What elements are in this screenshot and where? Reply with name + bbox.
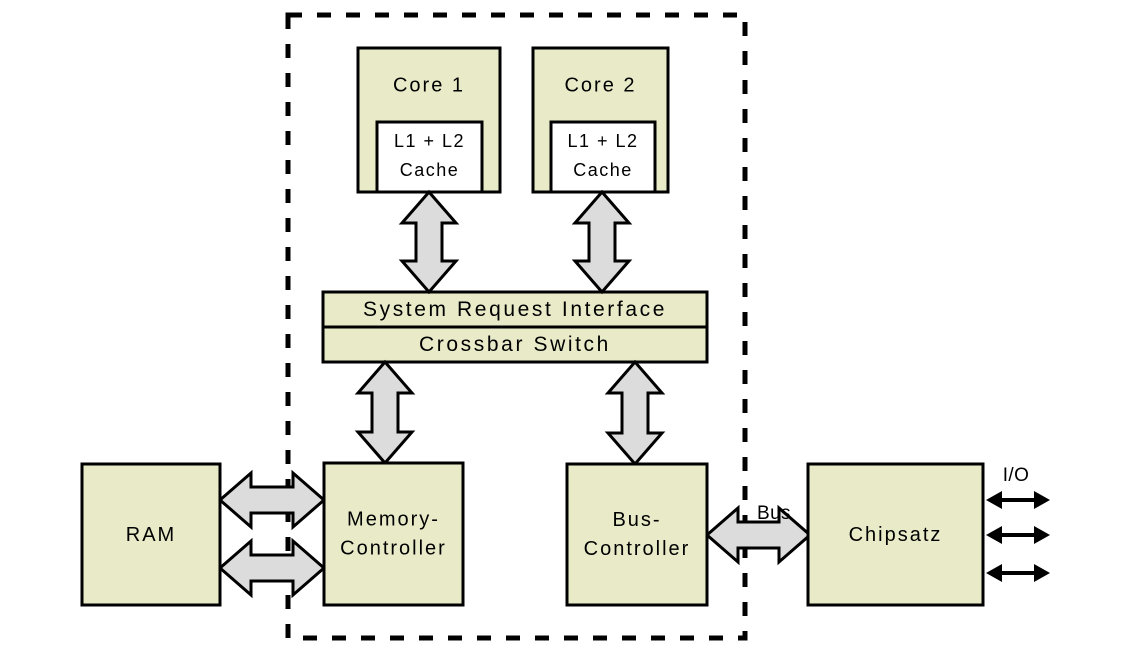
ram-to-memory-controller-lower-arrow xyxy=(217,537,327,599)
io-arrow-3 xyxy=(986,564,1050,582)
core-1-cache-label-line1: L1 + L2 xyxy=(394,131,465,151)
memory-controller-group[interactable]: Memory- Controller xyxy=(322,461,465,607)
crossbar-to-memory-controller-arrow xyxy=(354,359,416,466)
memory-controller-label-line2: Controller xyxy=(340,537,447,559)
core1-to-sri-arrow xyxy=(398,189,460,295)
ram-to-memory-controller-upper-arrow xyxy=(217,469,327,531)
ram-group[interactable]: RAM xyxy=(80,462,222,607)
core-1-group[interactable]: Core 1 L1 + L2 Cache xyxy=(356,46,502,194)
io-arrows-group: I/O xyxy=(986,465,1050,582)
core-2-label: Core 2 xyxy=(564,74,636,96)
memory-controller-box[interactable] xyxy=(322,461,465,607)
system-request-interface-group[interactable]: System Request Interface xyxy=(321,290,709,329)
core-2-cache-label-line1: L1 + L2 xyxy=(567,131,638,151)
core2-to-sri-arrow xyxy=(571,189,633,295)
core-1-cache-label-line2: Cache xyxy=(400,160,460,180)
chipsatz-group[interactable]: Chipsatz xyxy=(806,462,985,607)
connectors-layer xyxy=(217,189,813,599)
bus-controller-label-line1: Bus- xyxy=(612,509,661,531)
memory-controller-label-line1: Memory- xyxy=(347,508,440,530)
bus-connector-label: Bus xyxy=(757,503,791,524)
core-1-label: Core 1 xyxy=(393,74,465,96)
bus-controller-group[interactable]: Bus- Controller xyxy=(565,462,709,607)
cpu-die-boundary xyxy=(285,12,748,641)
crossbar-switch-label: Crossbar Switch xyxy=(419,333,611,356)
ram-box[interactable] xyxy=(80,462,222,607)
crossbar-switch-box[interactable] xyxy=(321,325,709,364)
chipsatz-label-line1: Chipsatz xyxy=(849,524,943,546)
io-arrow-2 xyxy=(986,526,1050,544)
chipsatz-box[interactable] xyxy=(806,462,985,607)
bus-controller-label-line2: Controller xyxy=(584,538,691,560)
ram-label-line1: RAM xyxy=(126,524,176,546)
crossbar-to-bus-controller-arrow xyxy=(604,359,666,467)
io-arrow-1 xyxy=(986,491,1050,509)
core-2-cache-label-line2: Cache xyxy=(573,160,633,180)
core-2-group[interactable]: Core 2 L1 + L2 Cache xyxy=(531,46,670,194)
core-1-cache-box[interactable] xyxy=(375,120,484,194)
system-request-interface-label: System Request Interface xyxy=(363,298,667,321)
io-label: I/O xyxy=(1003,465,1030,486)
bus-controller-box[interactable] xyxy=(565,462,709,607)
crossbar-switch-group[interactable]: Crossbar Switch xyxy=(321,325,709,364)
